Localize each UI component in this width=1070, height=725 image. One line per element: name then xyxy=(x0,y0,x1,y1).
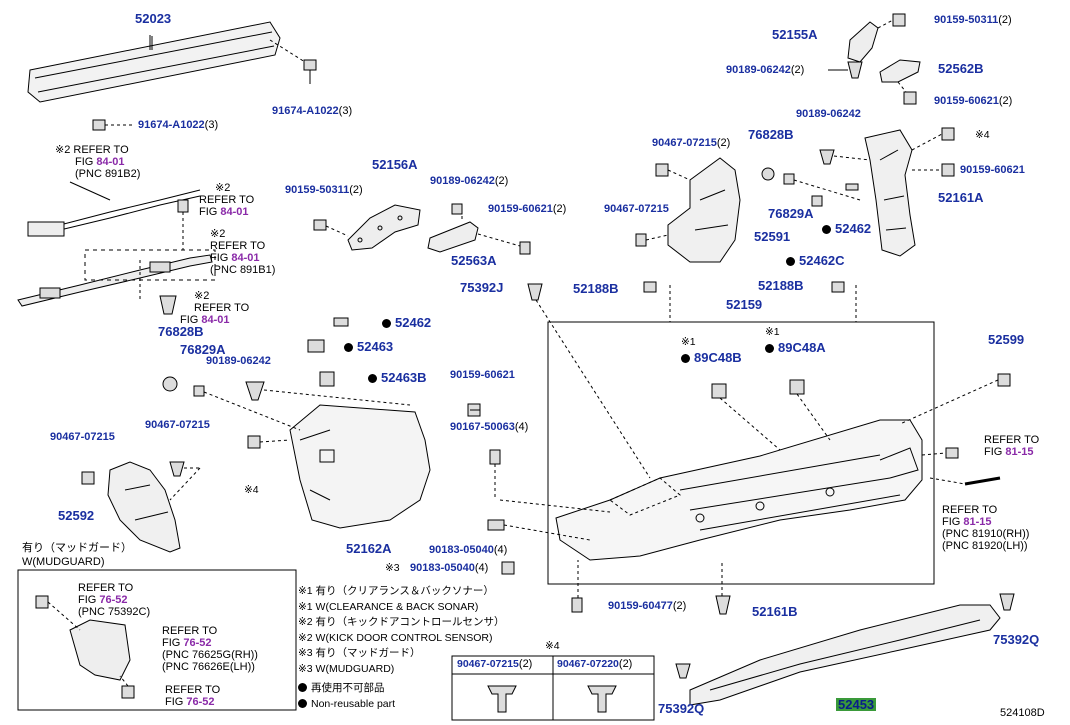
label-90159-50311-tr: 90159-50311(2) xyxy=(934,14,1012,26)
mudguard-en: W(MUDGUARD) xyxy=(22,556,105,568)
side-garnish-52162A xyxy=(289,404,431,529)
label-90159-60477: 90159-60477(2) xyxy=(608,600,687,612)
legend-line-5: ※3 有り（マッドガード） xyxy=(298,647,421,659)
lower-garnish-52453 xyxy=(689,604,1001,706)
label-52463B: 52463B xyxy=(368,371,427,384)
label-90167-50063: 90167-50063(4) xyxy=(450,421,529,433)
mark-4-c: ※4 xyxy=(545,640,560,652)
label-52161A: 52161A xyxy=(938,190,984,205)
label-52161B: 52161B xyxy=(752,604,798,619)
retainer-52591 xyxy=(667,157,741,263)
reinforcement-52023 xyxy=(27,21,281,103)
label-52023: 52023 xyxy=(135,11,172,26)
label-90183-05040-a: 90183-05040(4) xyxy=(429,544,508,556)
label-90467-07215-l2: 90467-07215 xyxy=(145,419,210,431)
legend-line-8: Non-reusable part xyxy=(298,697,505,713)
label-91674-a: 91674-A1022(3) xyxy=(138,119,219,131)
label-90189-06242-r2: 90189-06242 xyxy=(796,108,861,120)
label-52599: 52599 xyxy=(988,332,1025,347)
legend-line-2: ※1 W(CLEARANCE & BACK SONAR) xyxy=(298,600,479,613)
legend-line-3: ※2 有り（キックドアコントロールセンサ） xyxy=(298,616,505,628)
bracket-52161A xyxy=(864,129,916,257)
legend-line-6: ※3 W(MUDGUARD) xyxy=(298,662,395,675)
clip-90467-07220 xyxy=(587,685,617,713)
label-90159-60621-m: 90159-60621(2) xyxy=(488,203,567,215)
label-52592: 52592 xyxy=(58,508,95,523)
label-90183-05040-b: 90183-05040(4) xyxy=(410,562,489,574)
label-52155A: 52155A xyxy=(772,27,818,42)
label-52463: 52463 xyxy=(344,340,393,353)
refer-note-2: ※2 REFER TO FIG 84-01 xyxy=(199,182,255,218)
refer-note-9: REFER TO FIG 76-52 xyxy=(165,684,221,708)
label-90467-07215-r3: 90467-07215 xyxy=(604,203,669,215)
clip-90467-07215 xyxy=(487,685,517,713)
refer-note-7: REFER TO FIG 76-52 (PNC 75392C) xyxy=(78,582,151,618)
label-76829A-r: 76829A xyxy=(768,206,814,221)
label-90159-50311-m: 90159-50311(2) xyxy=(285,184,363,196)
label-52563A: 52563A xyxy=(451,253,497,268)
refer-note-8: REFER TO FIG 76-52 (PNC 76625G(RH)) (PNC… xyxy=(162,625,258,673)
label-90189-06242-m: 90189-06242(2) xyxy=(430,175,509,187)
label-75392Q-a: 75392Q xyxy=(993,632,1040,647)
label-52162A: 52162A xyxy=(346,541,392,556)
refer-note-1: ※2 REFER TO FIG 84-01 (PNC 891B2) xyxy=(55,144,141,180)
label-75392Q-b: 75392Q xyxy=(658,701,705,716)
refer-note-4: ※2 REFER TO FIG 84-01 xyxy=(180,290,250,326)
label-52159: 52159 xyxy=(726,297,763,312)
label-76828B-r: 76828B xyxy=(748,127,794,142)
label-box-90467-07220: 90467-07220(2) xyxy=(557,658,633,670)
bracket-52562B xyxy=(879,59,921,83)
bracket-52156A xyxy=(347,204,421,251)
label-89C48B: 89C48B xyxy=(681,351,742,364)
mark-1-a: ※1 xyxy=(681,336,696,348)
label-90159-60621-tr: 90159-60621(2) xyxy=(934,95,1013,107)
mark-3: ※3 xyxy=(385,562,400,574)
legend-line-7: 再使用不可部品 xyxy=(298,681,505,697)
bracket-52155A xyxy=(847,21,879,63)
label-52188B-b: 52188B xyxy=(758,278,804,293)
mark-1-b: ※1 xyxy=(765,326,780,338)
sensor-wire xyxy=(27,189,201,237)
label-90159-60621-r2: 90159-60621 xyxy=(960,164,1025,176)
label-90159-60621-c: 90159-60621 xyxy=(450,369,515,381)
retainer-52592 xyxy=(107,461,181,553)
legend-line-4: ※2 W(KICK DOOR CONTROL SENSOR) xyxy=(298,631,493,644)
label-91674-b: 91674-A1022(3) xyxy=(272,105,353,117)
bracket-52563A xyxy=(427,221,479,253)
label-52453: 52453 xyxy=(836,697,877,712)
mark-4-a: ※4 xyxy=(975,129,990,141)
label-76828B-l: 76828B xyxy=(158,324,204,339)
label-90467-07215-l1: 90467-07215 xyxy=(50,431,115,443)
label-90189-06242-tr: 90189-06242(2) xyxy=(726,64,805,76)
label-90467-07215-r: 90467-07215(2) xyxy=(652,137,731,149)
bumper-cover-52159 xyxy=(555,419,923,561)
label-52591: 52591 xyxy=(754,229,791,244)
legend: ※1 有り（クリアランス＆バックソナー） ※1 W(CLEARANCE & BA… xyxy=(298,584,505,712)
label-90189-06242-l: 90189-06242 xyxy=(206,355,271,367)
label-52462-r: 52462 xyxy=(822,222,871,235)
diagram-id: 524108D xyxy=(1000,707,1045,719)
label-52462C: 52462C xyxy=(786,254,845,267)
mudguard-part xyxy=(69,619,131,681)
label-52188B-a: 52188B xyxy=(573,281,619,296)
legend-line-1: ※1 有り（クリアランス＆バックソナー） xyxy=(298,585,494,597)
label-52156A: 52156A xyxy=(372,157,418,172)
bolt-91674 xyxy=(92,59,317,131)
label-52462-m: 52462 xyxy=(382,316,431,329)
refer-note-5: REFER TO FIG 81-15 xyxy=(984,434,1040,458)
refer-note-3: ※2 REFER TO FIG 84-01 (PNC 891B1) xyxy=(210,228,276,276)
label-52562B: 52562B xyxy=(938,61,984,76)
mudguard-jp: 有り（マッドガード） xyxy=(22,542,132,554)
label-box-90467-07215: 90467-07215(2) xyxy=(457,658,533,670)
label-76829A-l: 76829A xyxy=(180,342,226,357)
refer-note-6: REFER TO FIG 81-15 (PNC 81910(RH)) (PNC … xyxy=(942,504,1030,552)
label-89C48A: 89C48A xyxy=(765,341,826,354)
mark-4-b: ※4 xyxy=(244,484,259,496)
label-75392J: 75392J xyxy=(460,280,504,295)
